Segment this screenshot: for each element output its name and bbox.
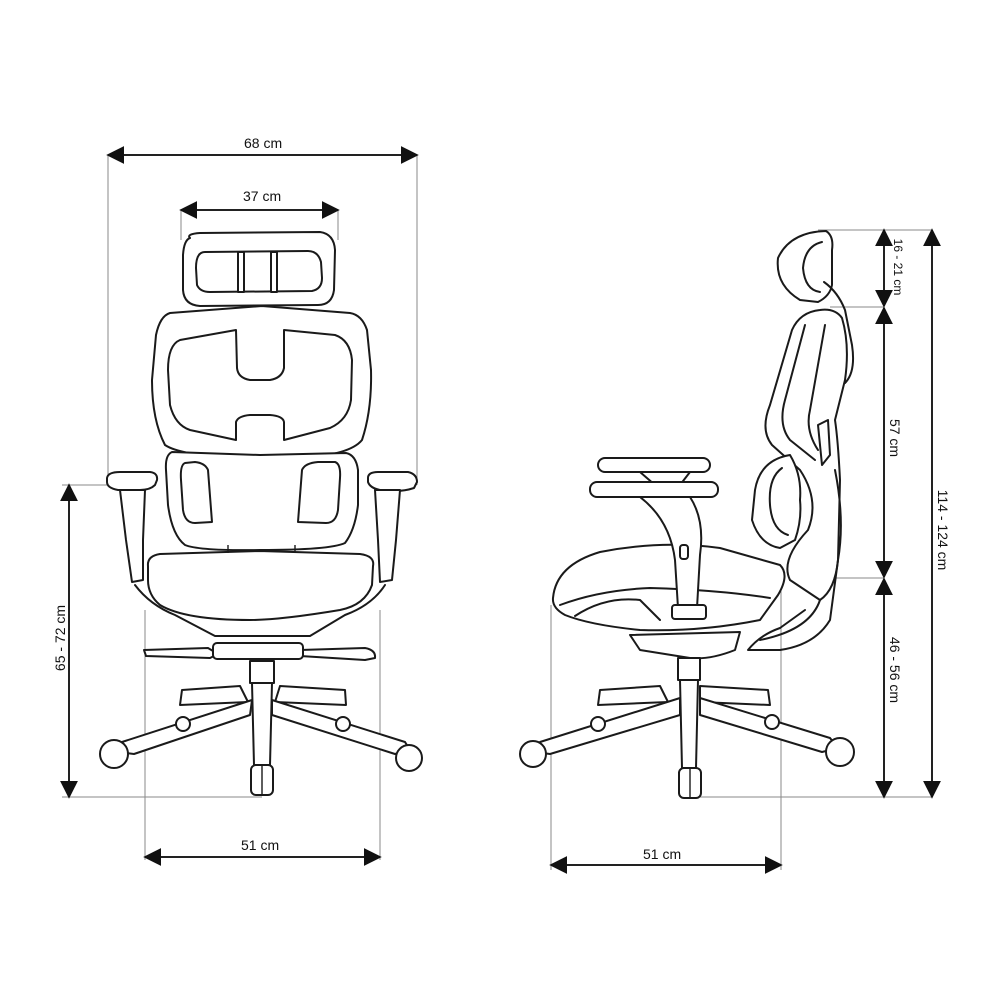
headrest-width-label: 37 cm <box>243 188 282 204</box>
headrest <box>182 231 336 307</box>
side-view <box>519 228 941 874</box>
backrest-height-label: 57 cm <box>887 418 903 458</box>
total-height-label: 114 - 124 cm <box>935 489 951 571</box>
armrest-height-label: 65 - 72 cm <box>52 604 68 672</box>
right-armrest-pad <box>367 471 418 492</box>
front-view <box>60 146 423 866</box>
seat-width-front-label: 51 cm <box>241 837 280 853</box>
overall-width-label: 68 cm <box>244 135 283 151</box>
side-seat <box>551 543 786 632</box>
lumbar-support <box>164 451 359 552</box>
headrest-height-label: 16 - 21 cm <box>891 238 905 296</box>
seat-depth-side-label: 51 cm <box>643 846 682 862</box>
left-armrest-pad <box>106 471 159 491</box>
side-armrest-upper <box>597 457 711 473</box>
seat-cushion <box>146 550 375 621</box>
gas-lift <box>249 660 275 684</box>
backrest <box>151 305 373 459</box>
side-backrest <box>764 308 848 601</box>
seat-height-label: 46 - 56 cm <box>887 636 903 704</box>
side-headrest <box>776 230 834 303</box>
side-armrest-lower <box>589 481 719 498</box>
